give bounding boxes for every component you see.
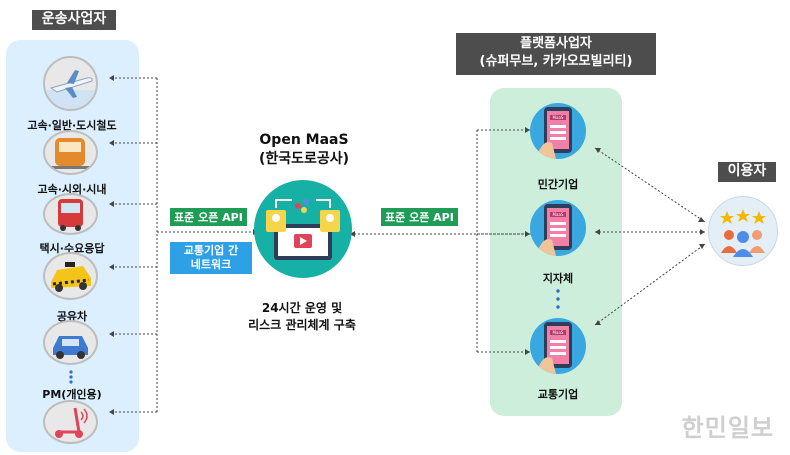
platform-label-local-gov: 지자체 xyxy=(542,272,574,285)
operation-description-line1: 24시간 운영 및 xyxy=(261,301,343,315)
watermark: 한민일보 xyxy=(681,414,774,442)
phone-icon-transport-company: MaaS xyxy=(530,318,586,374)
item-label-bus: 고속·시외·시내 xyxy=(37,183,107,196)
open-maas-title: Open MaaS (한국도로공사) xyxy=(234,131,374,169)
more-platform-dots xyxy=(556,289,560,315)
star-icon xyxy=(720,211,734,224)
standard-api-tag-right: 표준 오픈 API xyxy=(381,208,458,226)
transport-network-tag: 교통기업 간 네트워크 xyxy=(170,242,252,274)
phone-text-local-gov: MaaS xyxy=(553,212,564,217)
user-icon xyxy=(708,196,778,266)
airplane-icon xyxy=(43,56,98,111)
item-label-pm: PM(개인용) xyxy=(42,388,102,401)
transport-operators-header: 운송사업자 xyxy=(32,10,116,30)
link-transport-user xyxy=(594,243,706,326)
car-icon xyxy=(43,320,98,365)
taxi-icon xyxy=(43,252,98,300)
platform-header-line2: (슈퍼무브, 카카오모빌리티) xyxy=(479,54,633,69)
phone-icon-private: MaaS xyxy=(530,103,586,159)
user-header: 이용자 xyxy=(718,162,776,182)
link-private-user xyxy=(594,147,706,223)
item-label-carshare: 공유차 xyxy=(56,310,88,323)
phone-text-transport-company: MaaS xyxy=(553,330,564,335)
item-label-rail: 고속·일반·도시철도 xyxy=(27,119,117,132)
open-maas-emblem xyxy=(254,180,352,278)
kickscooter-icon xyxy=(43,400,98,444)
network-tag-line2: 네트워크 xyxy=(190,258,232,271)
train-icon xyxy=(43,130,98,175)
phone-icon-local-gov: MaaS xyxy=(530,200,586,256)
more-dots xyxy=(69,369,73,388)
platform-label-private: 민간기업 xyxy=(537,178,579,191)
star-icon xyxy=(752,211,766,224)
bus-icon xyxy=(43,193,98,235)
star-icon xyxy=(736,209,750,222)
network-tag-line1: 교통기업 간 xyxy=(183,244,239,257)
item-label-taxi: 택시·수요응답 xyxy=(39,242,105,255)
phone-text-private: MaaS xyxy=(553,115,564,120)
operation-description-line2: 리스크 관리체계 구축 xyxy=(248,318,356,332)
maas-platform-icon xyxy=(266,199,340,260)
platform-header-line1: 플랫폼사업자 xyxy=(520,36,592,51)
platform-operators-header: 플랫폼사업자 (슈퍼무브, 카카오모빌리티) xyxy=(456,33,656,75)
open-maas-title-line1: Open MaaS xyxy=(259,132,349,148)
open-maas-title-line2: (한국도로공사) xyxy=(258,151,350,167)
standard-api-tag-left: 표준 오픈 API xyxy=(170,208,247,226)
platform-label-transport-company: 교통기업 xyxy=(537,388,579,401)
operation-description: 24시간 운영 및 리스크 관리체계 구축 xyxy=(238,300,366,334)
